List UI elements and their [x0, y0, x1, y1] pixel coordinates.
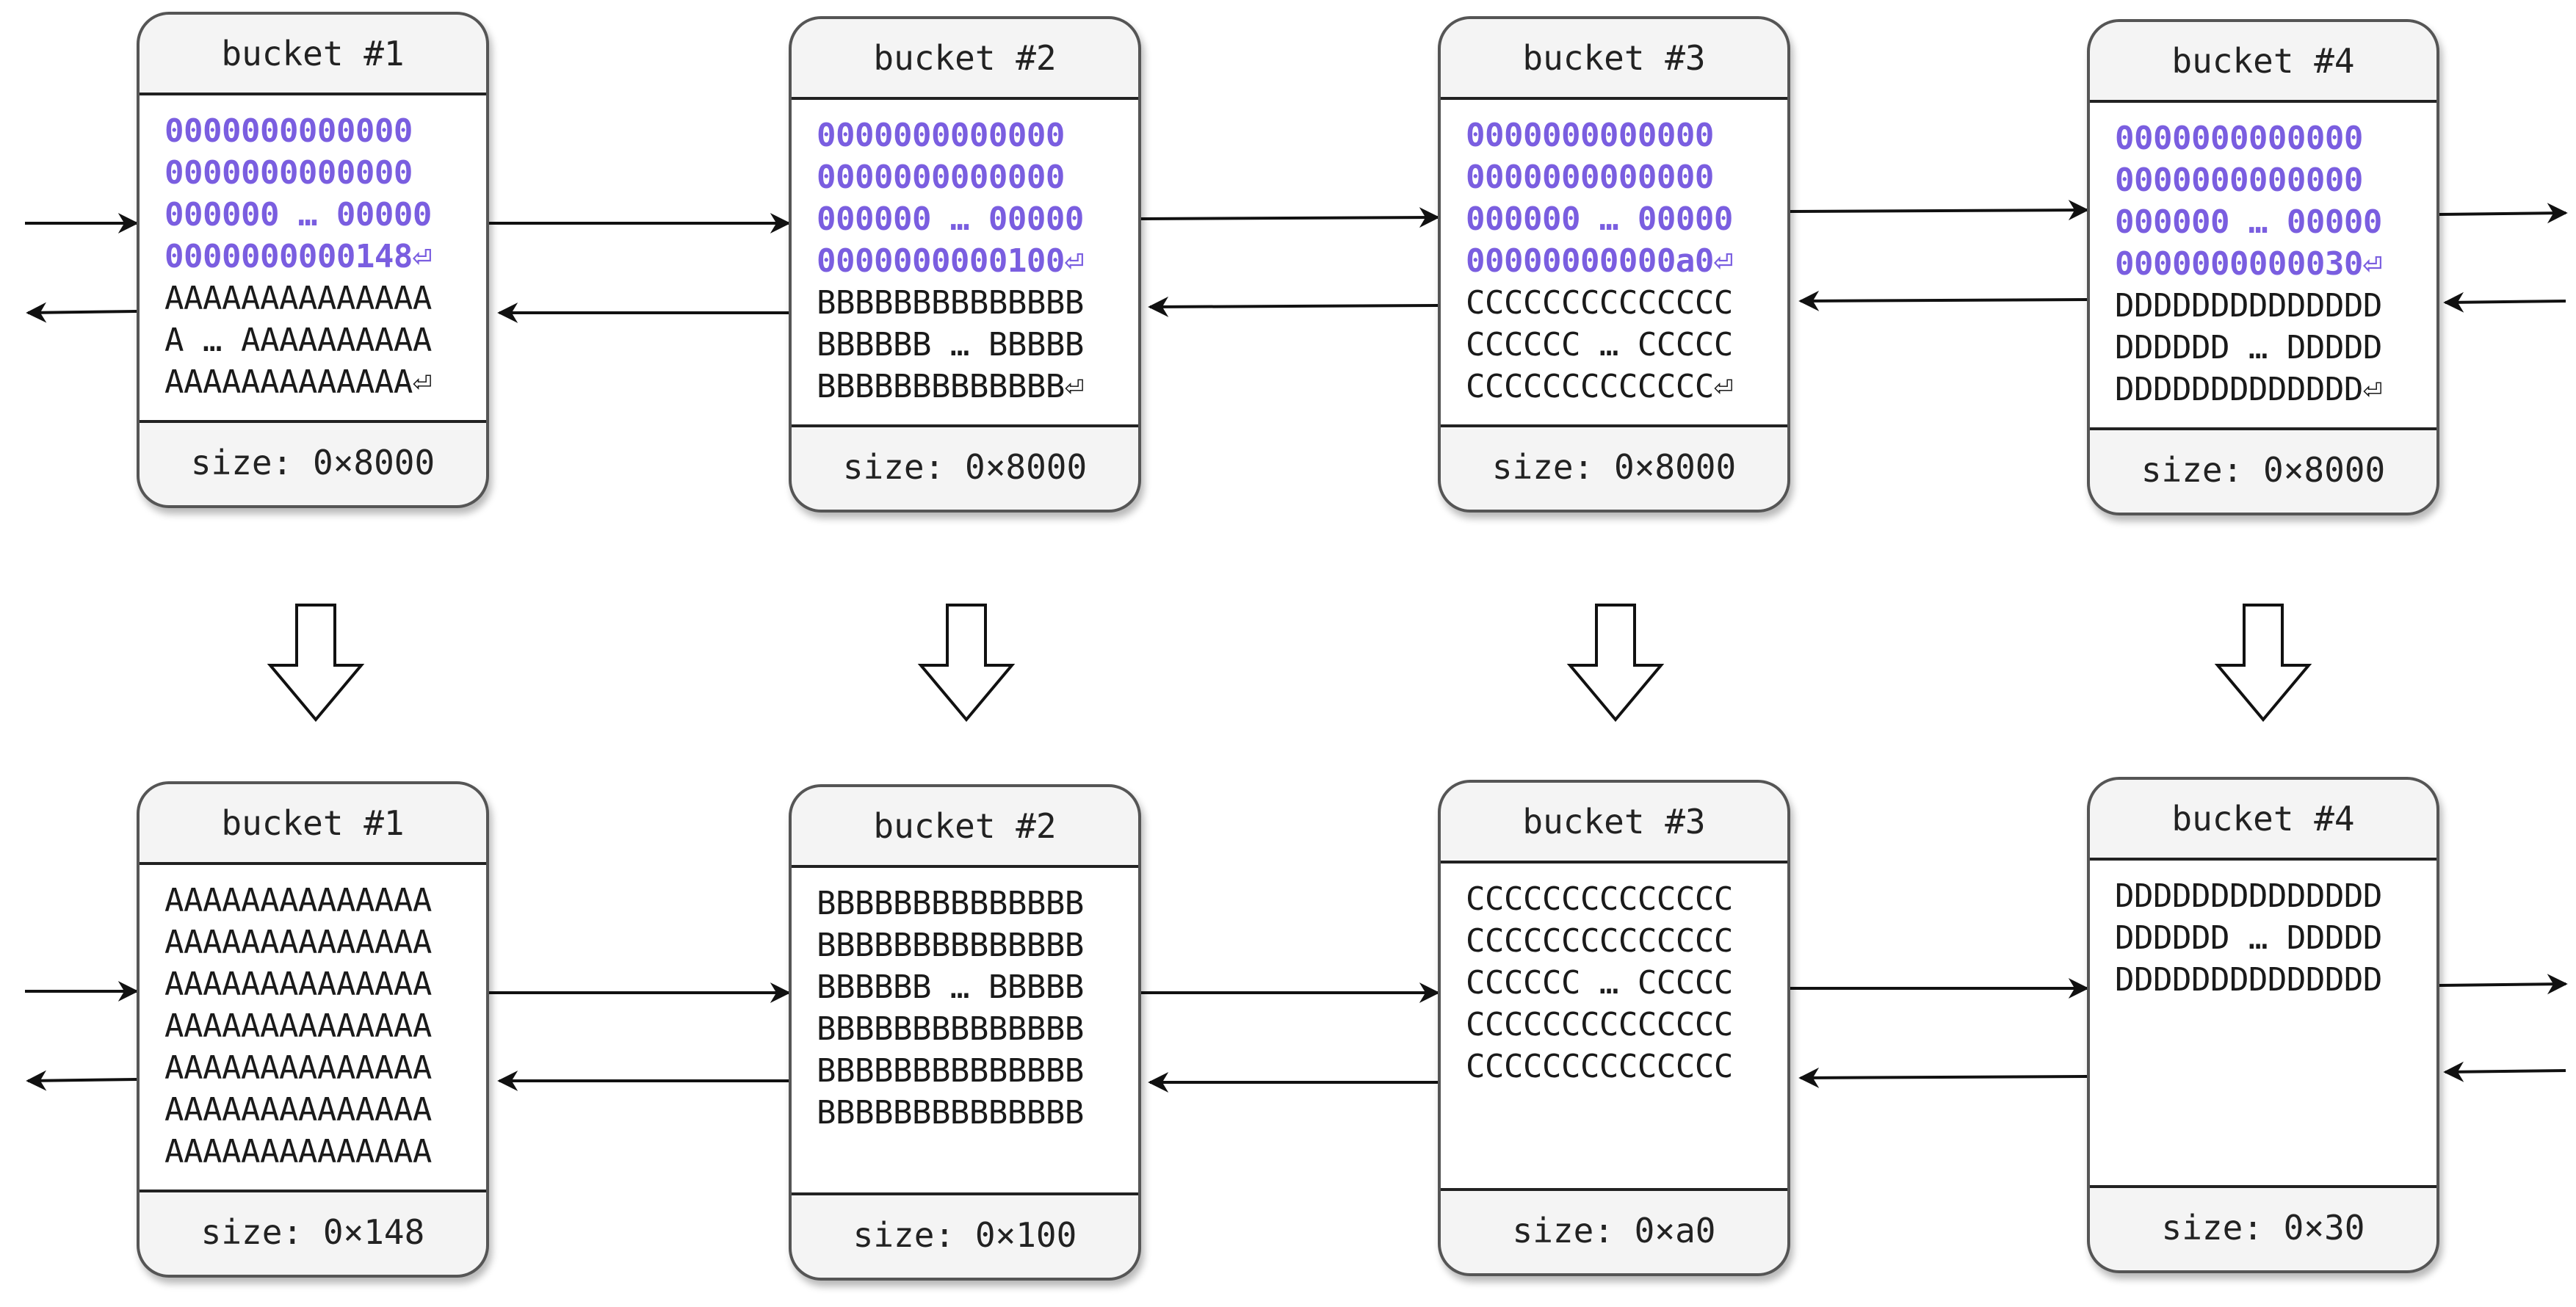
bucket-header-line: 0000000000000	[817, 117, 1065, 154]
bucket-data-line: CCCCCCCCCCCCC⏎	[1466, 368, 1733, 405]
prev-pointer-arrow	[2443, 1061, 2566, 1082]
bucket-content: 0000000000000 0000000000000 000000 … 00000…	[1441, 100, 1787, 427]
next-pointer-arrow	[1140, 207, 1440, 228]
bucket-data-line: CCCCCC … CCCCC	[1466, 964, 1733, 1002]
bucket-header-line: 00000000000a0⏎	[1466, 242, 1733, 280]
bucket-title: bucket #2	[792, 19, 1138, 100]
bucket-title: bucket #3	[1441, 783, 1787, 864]
bucket-header-line: 0000000000000	[1466, 117, 1714, 154]
bucket-data-line: DDDDDDDDDDDDDD	[2115, 287, 2382, 325]
bucket-data-line: BBBBBBBBBBBBBB	[817, 927, 1084, 964]
bucket-title: bucket #4	[2090, 22, 2436, 103]
bucket-data-line: AAAAAAAAAAAAA⏎	[164, 363, 432, 401]
bucket-size: size: 0×8000	[190, 443, 435, 482]
bucket-header-line: 000000 … 00000	[817, 200, 1084, 238]
bucket-data-line: DDDDDD … DDDDD	[2115, 919, 2382, 957]
bucket-data-line: CCCCCCCCCCCCCC	[1466, 1006, 1733, 1043]
bucket-header-line: 0000000000000	[817, 159, 1065, 196]
transform-down-arrow	[1566, 604, 1665, 723]
bucket-content: DDDDDDDDDDDDDD DDDDDD … DDDDD DDDDDDDDDDDD…	[2090, 861, 2436, 1188]
bucket-data-line: AAAAAAAAAAAAAA	[164, 1091, 432, 1129]
prev-pointer-arrow	[1798, 290, 2088, 311]
bucket-content: 0000000000000 0000000000000 000000 … 00000…	[792, 100, 1138, 427]
bucket-header-line: 0000000000000	[2115, 162, 2363, 199]
transform-down-arrow	[267, 604, 365, 723]
bucket-header-line: 0000000000000	[164, 154, 413, 192]
next-pointer-arrow	[1790, 200, 2089, 221]
bucket-data-line: CCCCCCCCCCCCCC	[1466, 880, 1733, 918]
bucket-data-line: CCCCCCCCCCCCCC	[1466, 1048, 1733, 1085]
bucket-header-line: 0000000000030⏎	[2115, 245, 2382, 283]
bucket-data-line: AAAAAAAAAAAAAA	[164, 280, 432, 317]
prev-pointer-arrow	[2443, 292, 2566, 313]
bucket-data-line: DDDDDD … DDDDD	[2115, 329, 2382, 366]
bucket-data-line: DDDDDDDDDDDDDD	[2115, 877, 2382, 915]
bucket-data-line: CCCCCCCCCCCCCC	[1466, 922, 1733, 960]
bucket-title: bucket #4	[2090, 780, 2436, 861]
bucket-header-line: 000000 … 00000	[2115, 203, 2382, 241]
bucket-data-line: CCCCCCCCCCCCCC	[1466, 284, 1733, 322]
bucket-size: size: 0×100	[853, 1215, 1077, 1255]
bucket-data-line: AAAAAAAAAAAAAA	[164, 966, 432, 1003]
bucket-size: size: 0×30	[2161, 1208, 2365, 1248]
bucket-data-line: AAAAAAAAAAAAAA	[164, 924, 432, 961]
prev-pointer-arrow	[26, 1070, 137, 1091]
next-pointer-arrow	[2439, 974, 2568, 995]
bucket-header-line: 0000000000000	[2115, 120, 2363, 157]
bucket-header-line: 000000 … 00000	[164, 196, 432, 233]
bucket-data-line: AAAAAAAAAAAAAA	[164, 1007, 432, 1045]
bucket-data-line: BBBBBBBBBBBBBB	[817, 1052, 1084, 1090]
transform-down-arrow	[2214, 604, 2312, 723]
bucket-header-line: 0000000000000	[1466, 159, 1714, 196]
bucket-content: CCCCCCCCCCCCCC CCCCCCCCCCCCCC CCCCCC … CCC…	[1441, 864, 1787, 1191]
bucket-data-line: AAAAAAAAAAAAAA	[164, 1133, 432, 1170]
bucket-title: bucket #2	[792, 787, 1138, 868]
bucket-header-line: 000000 … 00000	[1466, 200, 1733, 238]
bucket-data-line: BBBBBBBBBBBBBB	[817, 1010, 1084, 1048]
bucket-content: 0000000000000 0000000000000 000000 … 00000…	[2090, 103, 2436, 430]
bucket-size: size: 0×8000	[842, 447, 1088, 487]
bucket-header-line: 0000000000148⏎	[164, 238, 432, 275]
bucket-data-line: BBBBBBBBBBBBBB	[817, 1094, 1084, 1132]
bucket-data-line: BBBBBB … BBBBB	[817, 969, 1084, 1006]
bucket-size: size: 0×a0	[1512, 1211, 1716, 1250]
bucket-size: size: 0×8000	[1491, 447, 1737, 487]
next-pointer-arrow	[2439, 203, 2568, 224]
prev-pointer-arrow	[1148, 296, 1439, 317]
bucket-header-line: 0000000000100⏎	[817, 242, 1084, 280]
prev-pointer-arrow	[26, 302, 137, 323]
bucket-data-line: DDDDDDDDDDDDDD	[2115, 961, 2382, 999]
bucket-header-line: 0000000000000	[164, 112, 413, 150]
bucket-data-line: BBBBBB … BBBBB	[817, 326, 1084, 363]
bucket-title: bucket #3	[1441, 19, 1787, 100]
bucket-content: BBBBBBBBBBBBBB BBBBBBBBBBBBBB BBBBBB … BBB…	[792, 868, 1138, 1195]
bucket-title: bucket #1	[140, 784, 486, 865]
bucket-data-line: BBBBBBBBBBBBBB	[817, 885, 1084, 922]
bucket-title: bucket #1	[140, 15, 486, 95]
transform-down-arrow	[917, 604, 1016, 723]
bucket-content: 0000000000000 0000000000000 000000 … 00000…	[140, 95, 486, 423]
bucket-size: size: 0×148	[200, 1212, 425, 1252]
bucket-data-line: AAAAAAAAAAAAAA	[164, 1049, 432, 1087]
bucket-data-line: CCCCCC … CCCCC	[1466, 326, 1733, 363]
bucket-size: size: 0×8000	[2141, 450, 2386, 490]
bucket-data-line: AAAAAAAAAAAAAA	[164, 882, 432, 919]
bucket-data-line: A … AAAAAAAAAA	[164, 322, 432, 359]
prev-pointer-arrow	[1798, 1067, 2088, 1088]
bucket-data-line: BBBBBBBBBBBBBB	[817, 284, 1084, 322]
bucket-content: AAAAAAAAAAAAAA AAAAAAAAAAAAAA AAAAAAAAAAAA…	[140, 865, 486, 1192]
bucket-data-line: DDDDDDDDDDDDD⏎	[2115, 371, 2382, 408]
bucket-data-line: BBBBBBBBBBBBB⏎	[817, 368, 1084, 405]
